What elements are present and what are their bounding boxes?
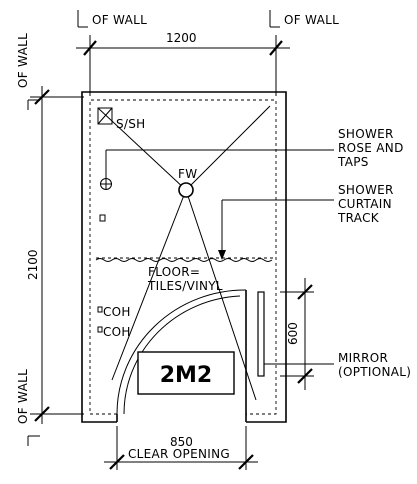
- top-centerline-left: OF WALL: [77, 10, 147, 28]
- mirror-label-line2: (OPTIONAL): [338, 365, 411, 379]
- shower-label-line1: SHOWER: [338, 127, 394, 141]
- cl-wall-side-top-label: OF WALL: [16, 33, 30, 88]
- opening-dimension: 850 CLEAR OPENING: [104, 426, 258, 470]
- circle-drain-icon: [178, 182, 194, 198]
- tap-icon: [100, 178, 112, 190]
- opening-label-text: CLEAR OPENING: [128, 447, 230, 461]
- mirror-label-line1: MIRROR: [338, 351, 388, 365]
- height-dimension: 2100: [26, 86, 50, 424]
- room-code-text: 2M2: [160, 363, 213, 388]
- shower-shelf: S/SH: [97, 107, 146, 131]
- curtain-label-line2: CURTAIN: [338, 197, 392, 211]
- small-fitting-icon: [99, 214, 106, 222]
- shower-curtain-track: [95, 199, 334, 262]
- shower-label-line2: ROSE AND: [338, 141, 404, 155]
- mirror-dimension: 600: [280, 278, 314, 390]
- coh-upper-label: COH: [103, 305, 131, 319]
- coh-lower-label: COH: [103, 325, 131, 339]
- floor-waste: FW: [178, 167, 197, 198]
- curtain-label-line1: SHOWER: [338, 183, 394, 197]
- cl-wall-top-right-label: OF WALL: [284, 13, 339, 27]
- centerline-symbol-bottom: [27, 435, 40, 446]
- side-centerline-top: OF WALL: [16, 33, 30, 88]
- curtain-label-line3: TRACK: [337, 211, 380, 225]
- mirror-panel: [257, 291, 265, 377]
- shower-rose-callout: SHOWER ROSE AND TAPS: [337, 127, 404, 169]
- width-dimension: 1200: [76, 31, 290, 56]
- room-walls: [81, 91, 287, 423]
- cl-wall-side-bottom-label: OF WALL: [16, 369, 30, 424]
- height-dim-text: 2100: [26, 249, 40, 280]
- room-code-box: 2M2: [137, 351, 235, 395]
- cl-wall-top-left-label: OF WALL: [92, 13, 147, 27]
- top-centerline-right: OF WALL: [269, 10, 339, 28]
- curtain-track-callout: SHOWER CURTAIN TRACK: [337, 183, 394, 225]
- floor-fall-lines: [97, 105, 271, 401]
- floor-label-line1: FLOOR=: [148, 265, 200, 279]
- floor-label-line2: TILES/VINYL: [147, 279, 223, 293]
- shower-taps: [99, 149, 334, 222]
- side-centerline-bottom: OF WALL: [16, 369, 30, 424]
- width-dim-text: 1200: [166, 31, 197, 45]
- mirror-callout: MIRROR (OPTIONAL): [338, 351, 411, 379]
- shelf-label: S/SH: [116, 117, 146, 131]
- coh-lower: COH: [97, 325, 131, 339]
- mirror: [257, 291, 334, 377]
- mirror-dim-text: 600: [286, 322, 300, 345]
- opening-dim-text: 850: [170, 435, 193, 449]
- shower-label-line3: TAPS: [337, 155, 369, 169]
- door-swing: [116, 289, 247, 415]
- coh-upper: COH: [97, 305, 131, 319]
- floor-waste-label: FW: [178, 167, 197, 181]
